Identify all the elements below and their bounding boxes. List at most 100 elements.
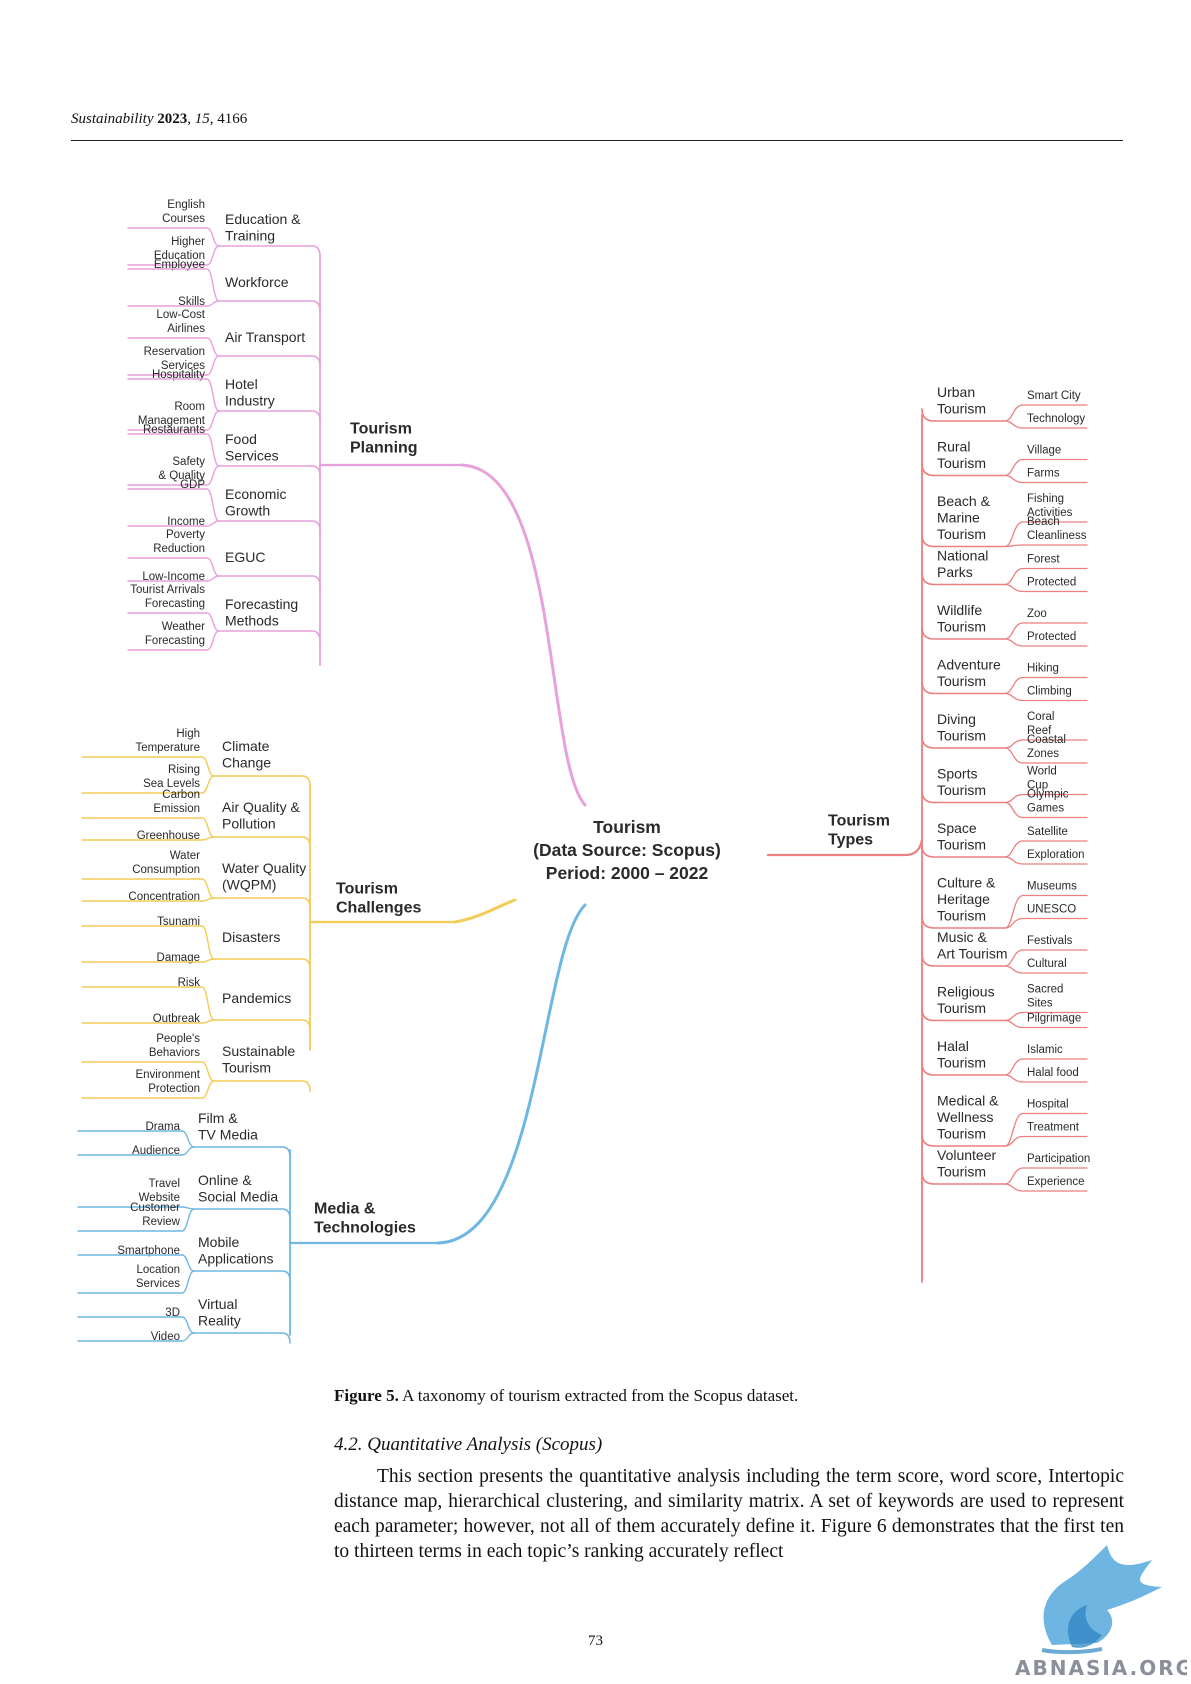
connector xyxy=(81,817,215,838)
planning-branch-label-line: Tourism xyxy=(350,421,412,438)
media-branch-label: Media &Technologies xyxy=(314,1201,416,1237)
type-sports-tourism-line: Tourism xyxy=(937,782,986,798)
header-rule xyxy=(71,140,1123,141)
griffin-logo-icon xyxy=(1041,1545,1162,1655)
subtopic-pandemics: Pandemics xyxy=(222,990,291,1006)
term-poverty-reduction-line: Reduction xyxy=(153,543,205,555)
connector xyxy=(193,1270,291,1282)
journal-name: Sustainability xyxy=(71,111,154,127)
connector xyxy=(1004,801,1088,819)
connector xyxy=(213,775,311,787)
term-zoo: Zoo xyxy=(1027,608,1047,620)
subtopic-sustainable-tourism-line: Sustainable xyxy=(222,1043,295,1059)
term-carbon-emission-line: Emission xyxy=(153,803,200,815)
connector xyxy=(127,245,220,266)
connector xyxy=(218,630,321,642)
connector xyxy=(77,1146,195,1156)
term-technology-line: Technology xyxy=(1027,413,1085,425)
term-experience: Experience xyxy=(1027,1176,1085,1188)
connector xyxy=(81,878,215,899)
term-restaurants-line: Restaurants xyxy=(143,424,205,436)
type-beach-marine-tourism-line: Beach & xyxy=(937,493,991,509)
subtopic-online-social-media-line: Online & xyxy=(198,1172,252,1188)
term-safety-quality-line: & Quality xyxy=(158,470,205,482)
abnasia-watermark: ABNASIA.ORG xyxy=(1015,1545,1187,1680)
subtopic-education-training-line: Training xyxy=(225,227,275,243)
term-audience-line: Audience xyxy=(132,1145,180,1157)
type-national-parks-line: Parks xyxy=(937,564,973,580)
term-beach-cleanliness-line: Cleanliness xyxy=(1027,530,1087,542)
type-culture-heritage-tourism-line: Culture & xyxy=(937,874,996,890)
term-coral-reef-line: Reef xyxy=(1027,725,1052,737)
term-protected: Protected xyxy=(1027,631,1076,643)
type-music-art-tourism: Music &Art Tourism xyxy=(937,929,1008,962)
connector xyxy=(81,986,215,1021)
connector xyxy=(77,1254,195,1272)
connector xyxy=(1004,474,1088,484)
term-english-courses-line: English xyxy=(167,199,205,211)
media-main-curve xyxy=(436,903,587,1245)
type-diving-tourism-line: Diving xyxy=(937,711,976,727)
challenges-branch-label-line: Challenges xyxy=(336,900,421,917)
term-village-line: Village xyxy=(1027,444,1061,456)
connector xyxy=(127,355,220,376)
term-poverty-reduction-line: Poverty xyxy=(166,529,205,541)
watermark-text: ABNASIA.ORG xyxy=(1015,1656,1187,1680)
connector xyxy=(127,227,220,247)
term-skills: Skills xyxy=(178,296,205,308)
term-greenhouse-line: Greenhouse xyxy=(137,830,200,842)
type-wildlife-tourism-line: Wildlife xyxy=(937,602,982,618)
term-coastal-zones-line: Coastal xyxy=(1027,734,1066,746)
type-medical-wellness-tourism-line: Wellness xyxy=(937,1109,994,1125)
connector xyxy=(81,756,215,777)
root-node-line: (Data Source: Scopus) xyxy=(533,840,721,860)
term-treatment-line: Treatment xyxy=(1027,1121,1080,1133)
term-environment-protection-line: Environment xyxy=(135,1069,200,1081)
type-culture-heritage-tourism-line: Tourism xyxy=(937,907,986,923)
term-income-line: Income xyxy=(167,516,205,528)
term-world-cup-line: Cup xyxy=(1027,779,1048,791)
connector xyxy=(1004,638,1088,647)
term-hospital: Hospital xyxy=(1027,1098,1069,1110)
connector xyxy=(1004,965,1088,974)
subtopic-forecasting-methods-line: Forecasting xyxy=(225,596,298,612)
term-english-courses-line: Courses xyxy=(162,213,205,225)
term-safety-quality: Safety& Quality xyxy=(158,456,205,482)
connector xyxy=(81,958,215,963)
term-3d: 3D xyxy=(165,1307,180,1319)
term-protected-line: Protected xyxy=(1027,631,1076,643)
subtopic-online-social-media: Online &Social Media xyxy=(198,1172,278,1205)
term-customer-review-line: Customer xyxy=(130,1202,180,1214)
term-smart-city-line: Smart City xyxy=(1027,390,1081,402)
connector xyxy=(1004,747,1088,764)
term-people-s-behaviors-line: People's xyxy=(156,1033,200,1045)
term-hiking: Hiking xyxy=(1027,662,1059,674)
connector xyxy=(213,1080,311,1092)
term-satellite: Satellite xyxy=(1027,826,1068,838)
connector xyxy=(1004,692,1088,702)
term-tsunami: Tsunami xyxy=(157,916,200,928)
term-forest-line: Forest xyxy=(1027,553,1060,565)
term-water-consumption-line: Consumption xyxy=(132,864,200,876)
subtopic-hotel-industry-line: Hotel xyxy=(225,376,258,392)
term-low-income-line: Low-Income xyxy=(142,571,205,583)
media-branch-label-line: Technologies xyxy=(314,1220,416,1237)
